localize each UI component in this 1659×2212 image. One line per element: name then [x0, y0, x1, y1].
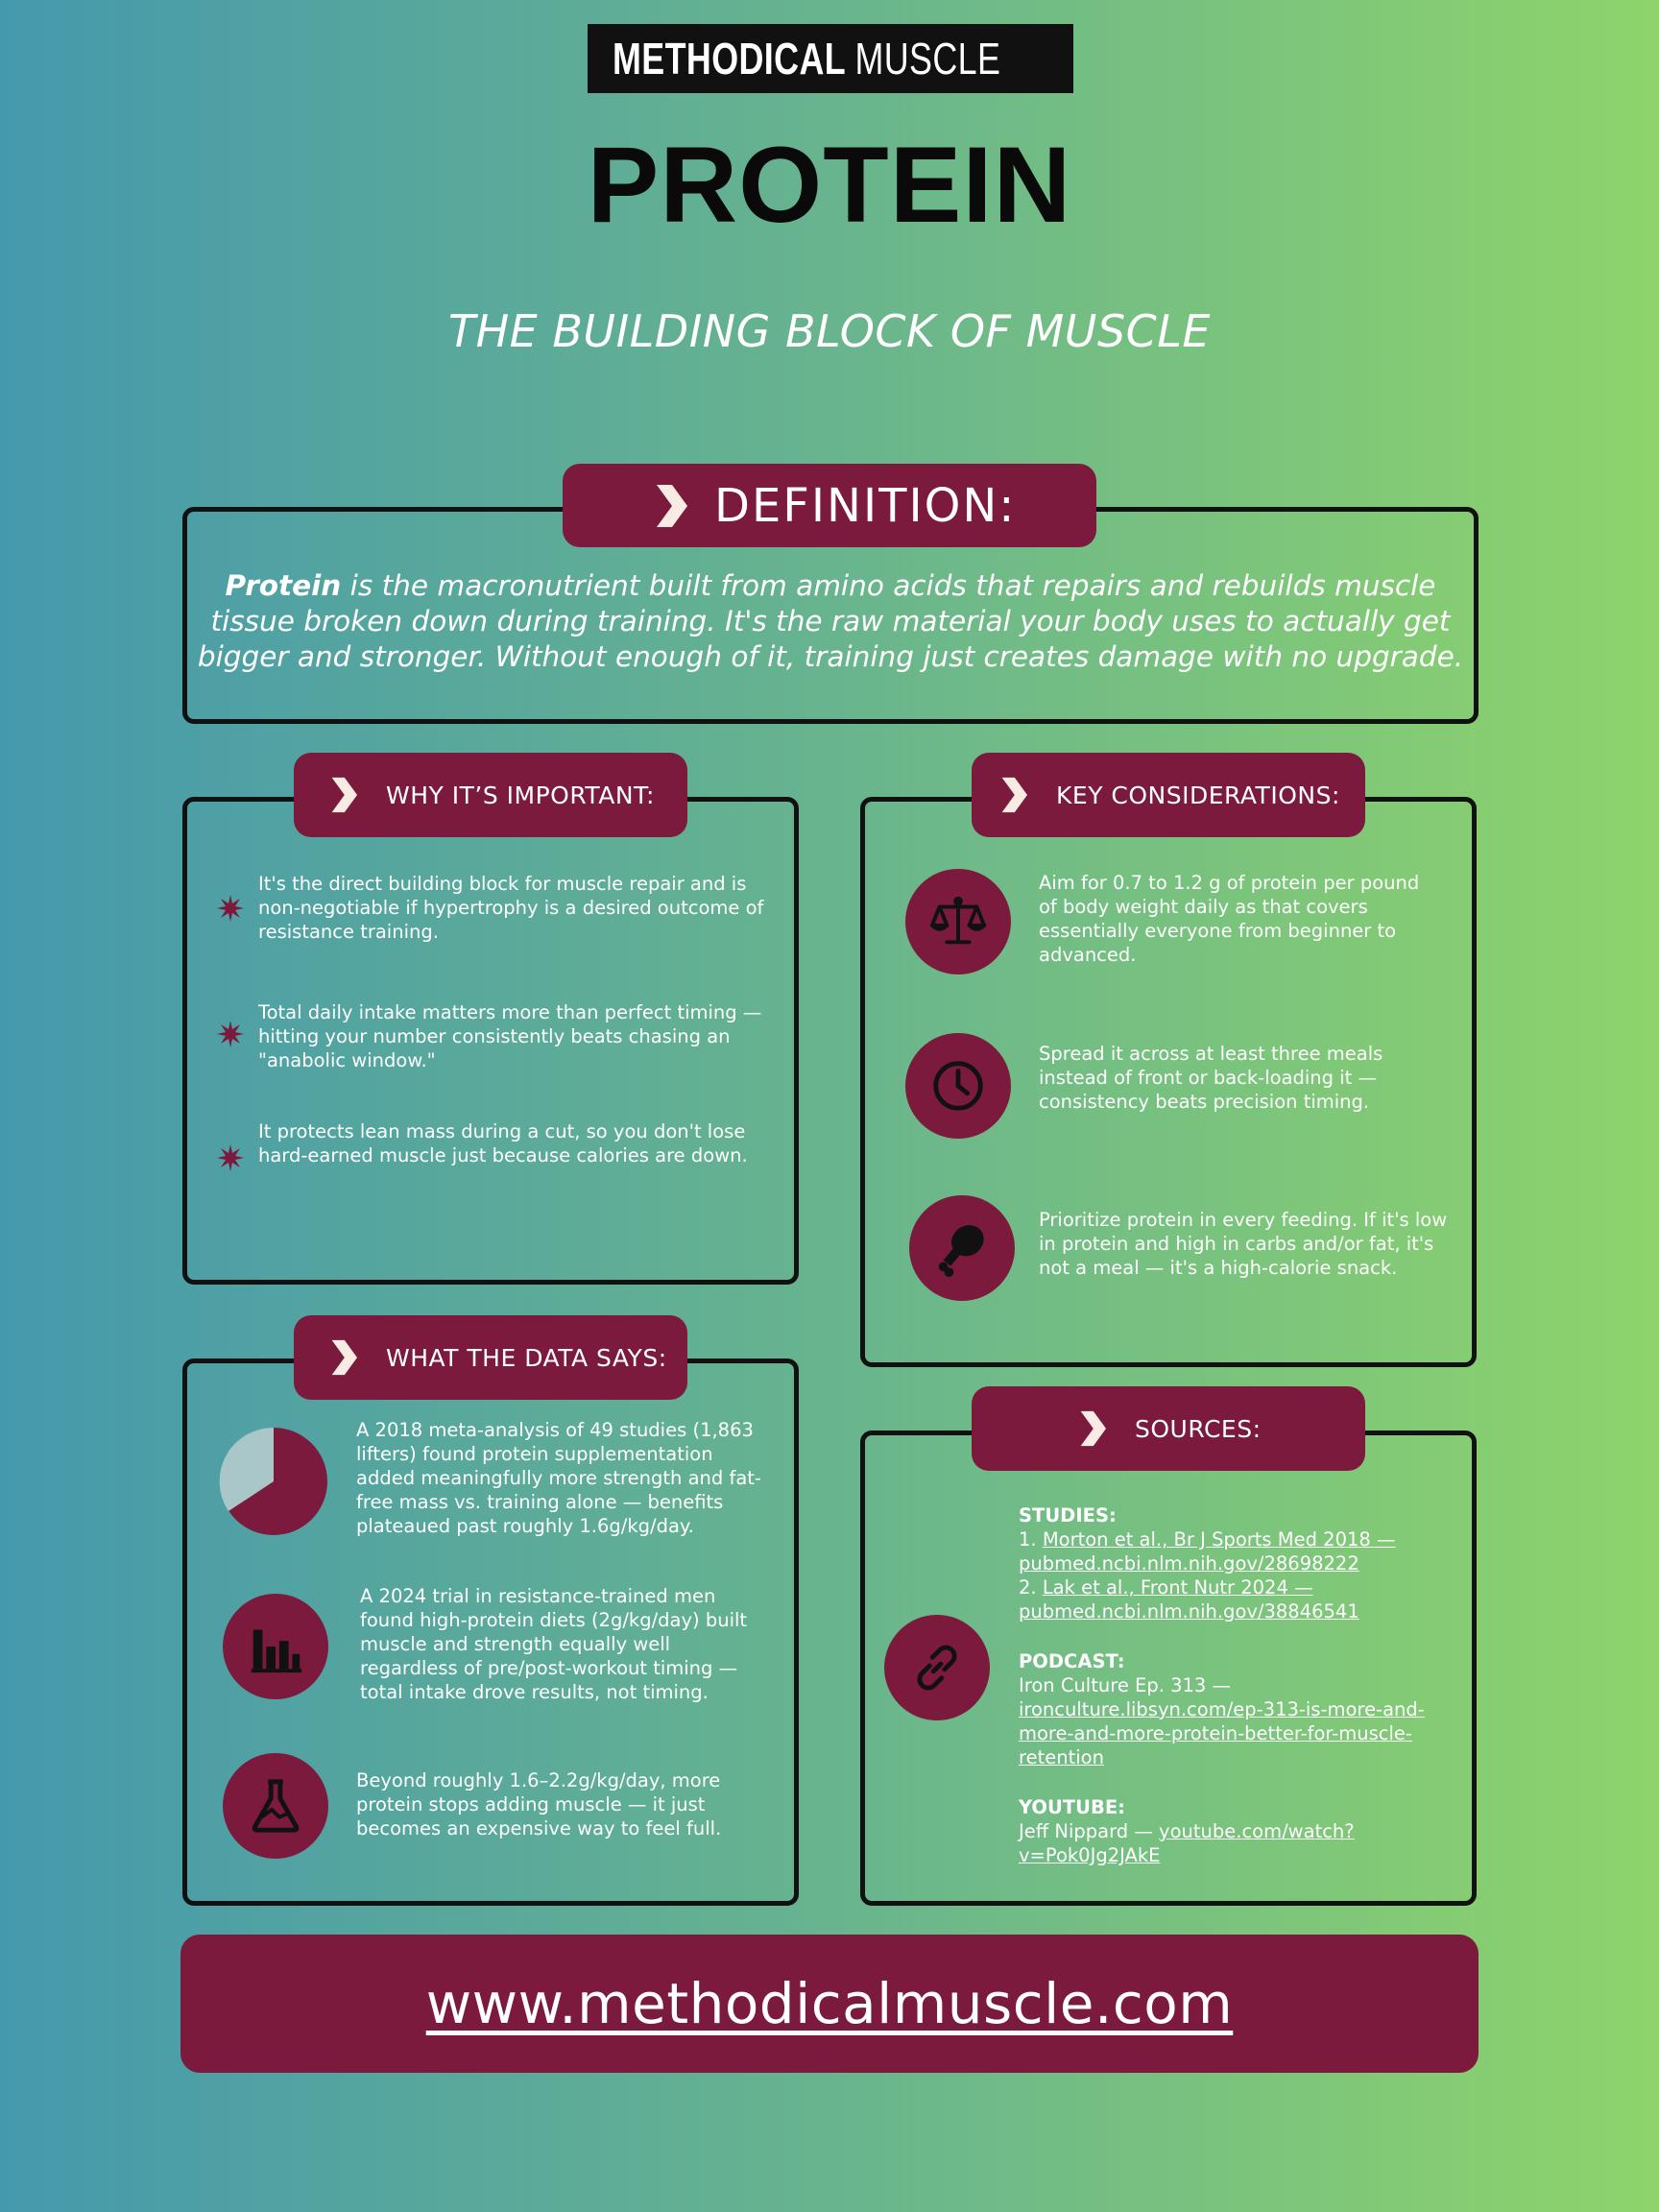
chevron-right-icon [331, 777, 357, 813]
study-2-link[interactable]: Lak et al., Front Nutr 2024 — pubmed.ncb… [1019, 1576, 1359, 1623]
page-subtitle: THE BUILDING BLOCK OF MUSCLE [447, 305, 1211, 357]
data-says-item: Beyond roughly 1.6–2.2g/kg/day, more pro… [356, 1769, 722, 1839]
youtube-name: Jeff Nippard — [1019, 1820, 1160, 1842]
data-says-header-label: WHAT THE DATA SAYS: [386, 1343, 667, 1372]
why-important-header: WHY IT’S IMPORTANT: [294, 753, 687, 837]
drumstick-icon [909, 1195, 1015, 1301]
pie-chart-icon [219, 1427, 327, 1535]
study-1-number: 1. [1019, 1528, 1043, 1551]
key-considerations-header: KEY CONSIDERATIONS: [972, 753, 1365, 837]
definition-term: Protein [225, 569, 342, 602]
definition-body: is the macronutrient built from amino ac… [197, 569, 1464, 673]
youtube-entry: Jeff Nippard — youtube.com/watch?v=Pok0J… [1019, 1819, 1441, 1867]
podcast-name: Iron Culture Ep. 313 — [1019, 1674, 1232, 1696]
study-2-number: 2. [1019, 1576, 1043, 1599]
definition-text: Protein is the macronutrient built from … [192, 568, 1469, 675]
key-consideration-item: Aim for 0.7 to 1.2 g of protein per poun… [1039, 872, 1420, 966]
key-considerations-header-label: KEY CONSIDERATIONS: [1056, 781, 1340, 809]
data-says-item: A 2018 meta-analysis of 49 studies (1,86… [356, 1419, 761, 1537]
why-important-item: It's the direct building block for muscl… [258, 873, 764, 943]
key-consideration-item: Spread it across at least three meals in… [1039, 1043, 1383, 1113]
starburst-bullet-icon [217, 1144, 244, 1171]
data-says-header: WHAT THE DATA SAYS: [294, 1315, 687, 1400]
data-says-item: A 2024 trial in resistance-trained men f… [360, 1585, 748, 1703]
why-important-header-label: WHY IT’S IMPORTANT: [386, 781, 655, 809]
why-important-item: It protects lean mass during a cut, so y… [258, 1120, 748, 1166]
chevron-right-icon [1080, 1410, 1106, 1447]
sources-header-label: SOURCES: [1135, 1414, 1262, 1443]
podcast-link[interactable]: ironculture.libsyn.com/ep-313-is-more-an… [1019, 1698, 1425, 1768]
scale-icon [905, 869, 1011, 974]
why-important-item: Total daily intake matters more than per… [258, 1001, 762, 1071]
starburst-bullet-icon [217, 895, 244, 922]
definition-header: DEFINITION: [563, 464, 1096, 547]
sources-header: SOURCES: [972, 1386, 1365, 1471]
clock-icon [905, 1033, 1011, 1139]
studies-heading: STUDIES: [1019, 1504, 1117, 1527]
podcast-heading: PODCAST: [1019, 1650, 1125, 1672]
logo-light-text: MUSCLE [854, 34, 1001, 84]
flask-icon [223, 1753, 328, 1859]
bar-chart-icon [223, 1594, 328, 1699]
chevron-right-icon [657, 484, 687, 527]
key-consideration-item: Prioritize protein in every feeding. If … [1039, 1209, 1448, 1279]
youtube-heading: YOUTUBE: [1019, 1796, 1125, 1818]
podcast-entry: Iron Culture Ep. 313 — ironculture.libsy… [1019, 1673, 1441, 1769]
youtube-link[interactable]: youtube.com/watch?v=Pok0Jg2JAkE [1019, 1820, 1355, 1866]
logo-bold-text: METHODICAL [613, 34, 847, 84]
study-1-link[interactable]: Morton et al., Br J Sports Med 2018 — pu… [1019, 1528, 1396, 1575]
website-link[interactable]: www.methodicalmuscle.com [425, 1971, 1234, 2036]
sources-list: STUDIES: 1. Morton et al., Br J Sports M… [1019, 1503, 1441, 1867]
study-2: 2. Lak et al., Front Nutr 2024 — pubmed.… [1019, 1575, 1441, 1623]
link-icon [884, 1615, 990, 1720]
study-1: 1. Morton et al., Br J Sports Med 2018 —… [1019, 1527, 1441, 1575]
definition-header-label: DEFINITION: [714, 478, 1017, 533]
footer-bar: www.methodicalmuscle.com [180, 1935, 1479, 2073]
chevron-right-icon [331, 1339, 357, 1376]
page-title: PROTEIN [587, 125, 1072, 245]
chevron-right-icon [1001, 777, 1027, 813]
starburst-bullet-icon [217, 1021, 244, 1047]
